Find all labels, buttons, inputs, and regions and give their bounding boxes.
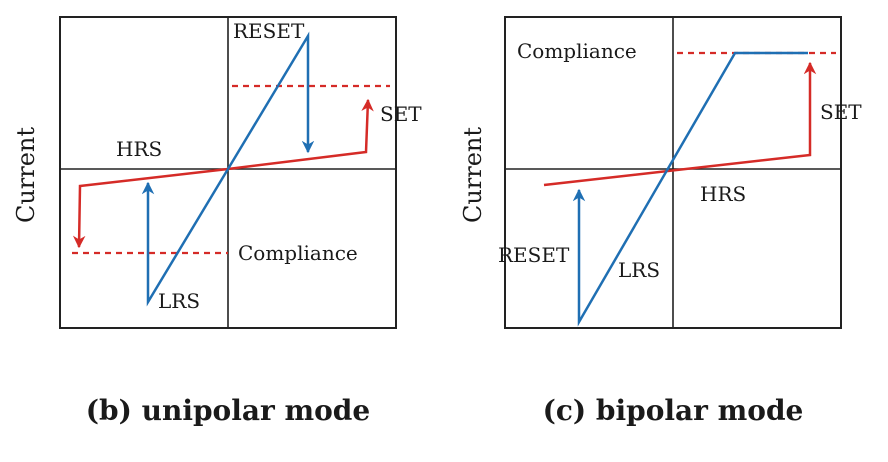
panel-b-hrs-label: HRS	[116, 137, 162, 161]
panel-b-set-label: SET	[380, 102, 422, 126]
panel-b-reset-curve-positive	[226, 31, 315, 170]
panel-c-compliance-label: Compliance	[517, 39, 637, 63]
panel-c-reset-label: RESET	[498, 243, 570, 267]
panel-c-hrs-label: HRS	[700, 182, 746, 206]
panel-c-lrs-curve	[572, 51, 808, 327]
panel-c-y-axis-label: Current	[459, 127, 487, 223]
panel-b-hrs-curve-negative	[72, 167, 229, 249]
panel-b-caption: (b) unipolar mode	[86, 394, 370, 427]
panel-c-caption: (c) bipolar mode	[543, 394, 804, 427]
panel-unipolar: RESET SET HRS LRS Compliance Current (b)…	[12, 16, 422, 427]
panel-b-hrs-curve-positive	[227, 98, 374, 171]
panel-b-reset-label: RESET	[233, 19, 305, 43]
panel-b-reset-curve-negative	[141, 168, 230, 307]
panel-b-compliance-label: Compliance	[238, 241, 358, 265]
panel-c-lrs-label: LRS	[618, 258, 660, 282]
panel-b-y-axis-label: Current	[12, 127, 40, 223]
panel-bipolar: Compliance SET HRS RESET LRS Current (c)…	[459, 16, 862, 427]
panel-c-hrs-curve	[543, 61, 817, 187]
panel-c-set-label: SET	[820, 100, 862, 124]
panel-b-lrs-label: LRS	[158, 289, 200, 313]
